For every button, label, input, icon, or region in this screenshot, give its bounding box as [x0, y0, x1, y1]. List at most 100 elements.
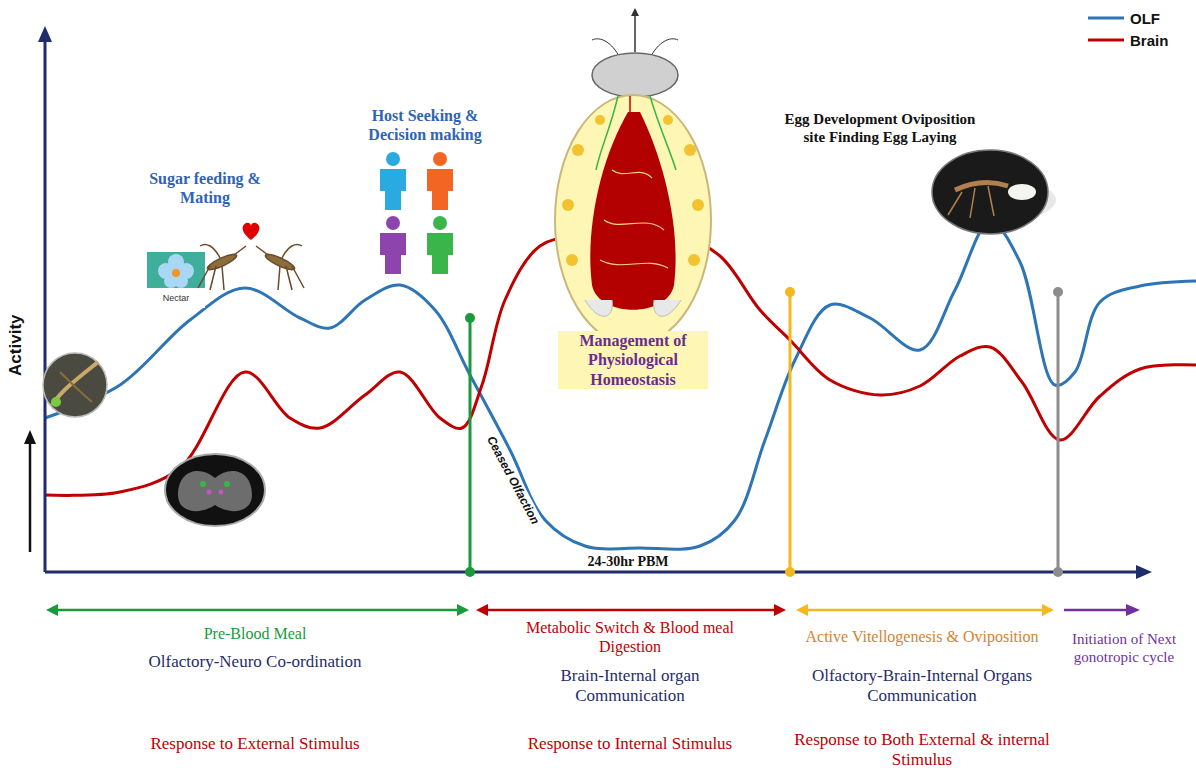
phase-divider [785, 567, 795, 577]
brain-picture [200, 481, 206, 487]
legend-line [1088, 30, 1124, 50]
organ-picture [688, 254, 700, 266]
mosquito-picture [292, 266, 304, 288]
brain-picture [165, 454, 265, 526]
larva-picture [43, 353, 107, 417]
curve-annotation: Ceased Olfaction [477, 421, 549, 539]
phase-arrow [457, 604, 469, 616]
brain-picture [219, 490, 224, 495]
mosquito-picture [282, 245, 302, 259]
phase-arrow [476, 604, 488, 616]
stage-annotation: Sugar feeding & Mating [139, 169, 271, 207]
human-figure [427, 152, 453, 210]
phase-arrow [806, 609, 1044, 612]
axes [1136, 565, 1152, 579]
mosquito-picture [256, 246, 268, 255]
human-figure [380, 233, 406, 274]
brain-picture [224, 481, 230, 487]
organ-picture [572, 144, 584, 156]
phase-divider [1053, 567, 1063, 577]
phase-arrow [774, 604, 786, 616]
phase-divider [465, 567, 475, 577]
time-label: 24-30hr PBM [558, 554, 698, 571]
egg-laying-picture [955, 183, 1008, 190]
phase-divider [789, 292, 792, 572]
human-figure [386, 216, 400, 230]
organ-picture [631, 8, 639, 16]
egg-laying-picture [932, 150, 1048, 234]
mosquito-picture [198, 266, 210, 288]
mosquito-picture [198, 245, 304, 291]
legend-text: Brain [1130, 32, 1168, 49]
organ-picture [562, 199, 574, 211]
phase-divider [465, 287, 1063, 577]
mosquito-picture [278, 266, 280, 290]
phase-divider [1053, 287, 1063, 297]
larva-picture [51, 397, 61, 407]
phase-arrow [486, 609, 776, 612]
mosquito-picture [200, 245, 220, 259]
phase-arrow [46, 604, 58, 616]
human-figure [427, 233, 453, 274]
picture-caption: Nectar [148, 293, 204, 304]
phase-name: Active Vitellogenesis & Oviposition [804, 627, 1040, 646]
human-figure [380, 169, 406, 210]
phase-arrow [1126, 604, 1140, 616]
legend-line [1088, 39, 1124, 42]
brain-picture [178, 471, 252, 511]
organ-picture [555, 8, 711, 345]
egg-laying-picture [970, 188, 975, 218]
egg-laying-picture [988, 186, 994, 216]
mosquito-picture [210, 266, 216, 290]
organ-picture [595, 115, 605, 125]
phase-name: Initiation of Next gonotropic cycle [1064, 630, 1184, 666]
organ-picture [663, 115, 673, 125]
brain-picture [165, 454, 265, 526]
organ-picture [592, 53, 678, 97]
mosquito-picture [222, 266, 224, 290]
organ-picture [566, 254, 578, 266]
stage-annotation: Management of Physiological Homeostasis [558, 331, 708, 389]
organ-picture [654, 300, 681, 316]
axis-title: Activity [6, 305, 26, 385]
organ-picture [634, 14, 636, 52]
mosquito-picture [286, 266, 292, 290]
flower-picture [172, 269, 180, 277]
axes [24, 26, 1152, 579]
flower-picture [147, 288, 205, 308]
flower-picture [147, 252, 205, 308]
legend-text: OLF [1130, 10, 1160, 27]
phase-divider [785, 287, 795, 297]
larva-picture [43, 353, 107, 417]
mosquito-picture [234, 246, 246, 255]
human-figure [380, 216, 406, 274]
axes [29, 442, 32, 552]
axes [45, 571, 1138, 574]
organ-picture [585, 300, 612, 316]
phase-divider [465, 313, 475, 323]
stage-annotation: Host Seeking & Decision making [350, 106, 500, 144]
organ-picture [692, 199, 704, 211]
phase-communication: Olfactory-Neuro Co-ordination [90, 652, 420, 672]
legend-entry: Brain [1088, 30, 1168, 50]
human-figure [380, 152, 406, 210]
phase-divider [1057, 292, 1060, 572]
stage-annotation: Egg Development Oviposition site Finding… [780, 110, 980, 146]
organ-picture [600, 170, 668, 268]
phase-arrow [796, 604, 808, 616]
phase-communication: Brain-Internal organ Communication [515, 666, 745, 707]
egg-laying-picture [932, 150, 1056, 234]
legend-line [1088, 17, 1124, 20]
organ-picture [590, 112, 675, 310]
phase-arrow [1064, 609, 1128, 612]
heart-symbol [243, 223, 260, 240]
human-figure [427, 216, 453, 274]
phase-arrow [1042, 604, 1054, 616]
flower-picture [147, 252, 205, 308]
phase-name: Metabolic Switch & Blood meal Digestion [496, 618, 764, 656]
human-figure [386, 152, 400, 166]
axes [38, 26, 52, 42]
legend-line [1088, 8, 1124, 28]
phase-arrow [46, 604, 1140, 616]
